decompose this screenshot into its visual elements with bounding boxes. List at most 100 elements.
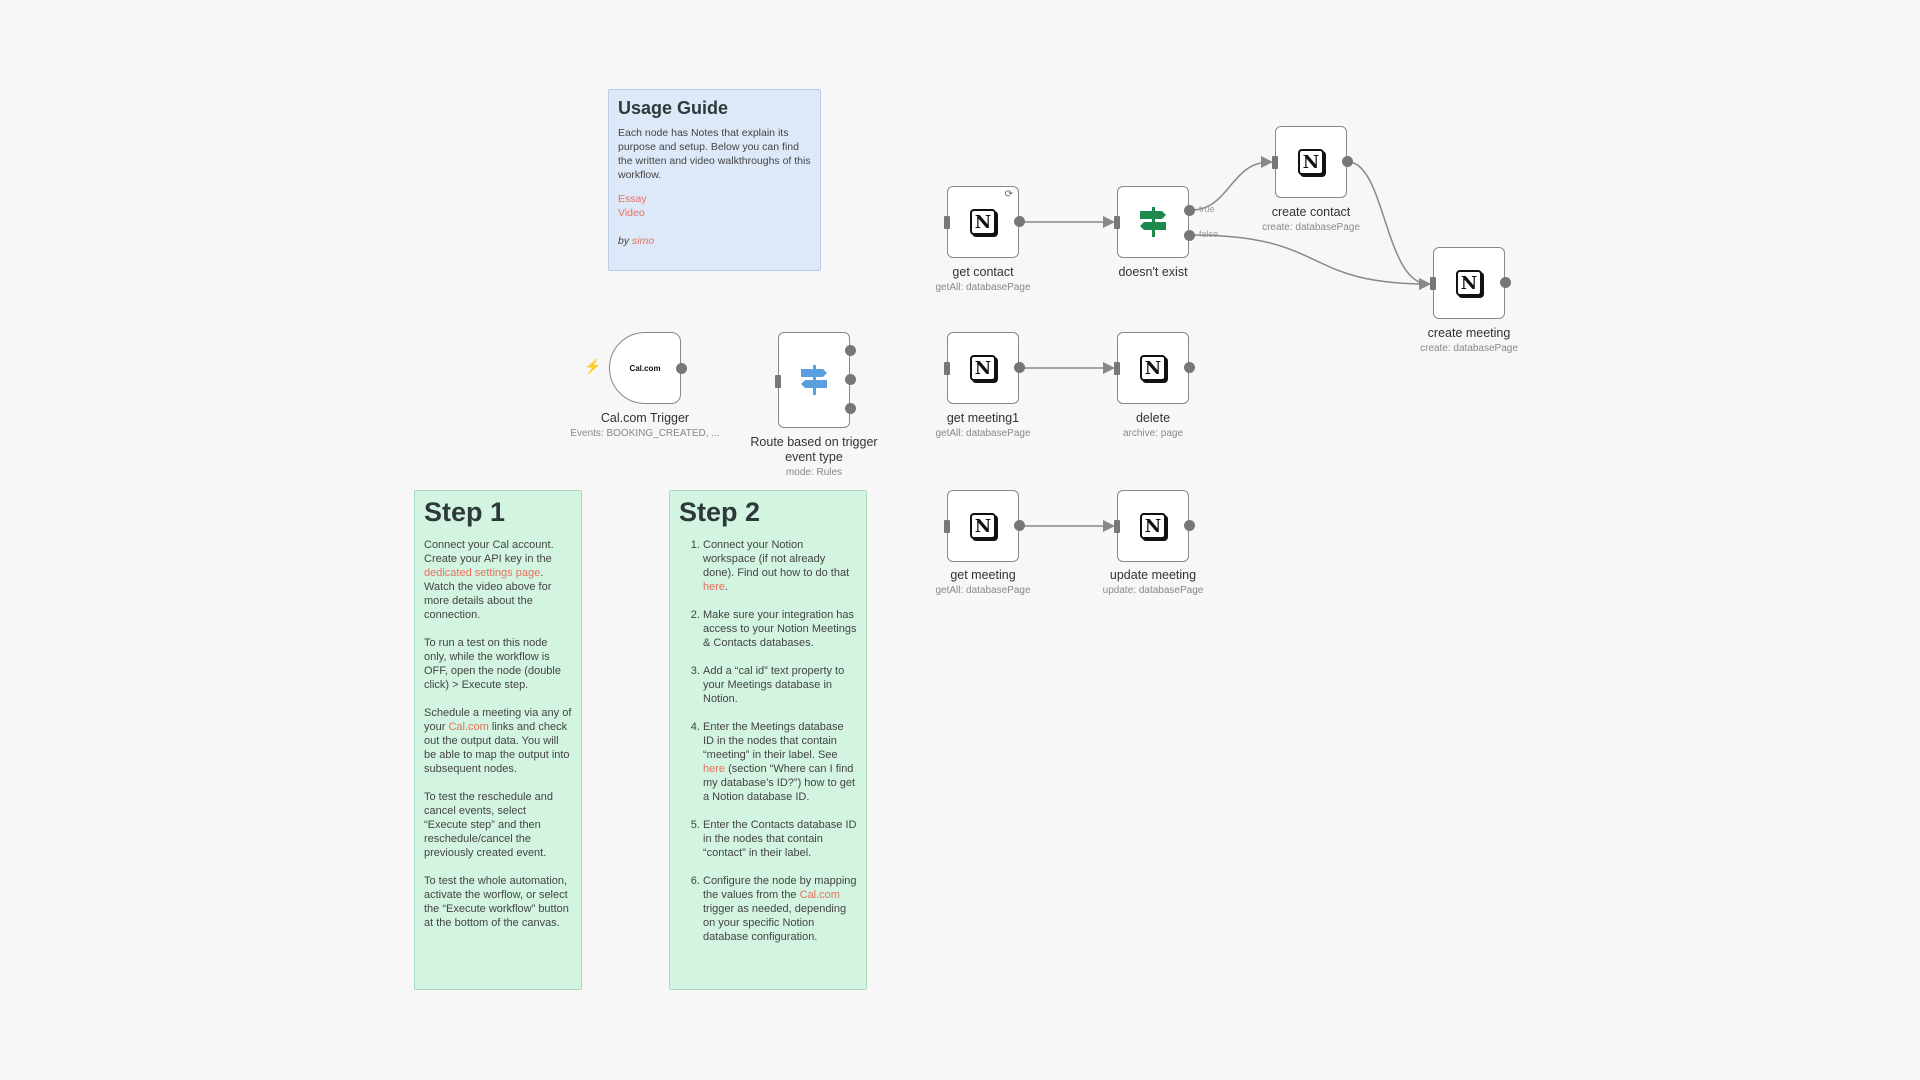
- get-meeting-sublabel: getAll: databasePage: [935, 585, 1031, 596]
- input-port[interactable]: [1430, 277, 1436, 290]
- database-id-link[interactable]: here: [703, 763, 726, 775]
- false-branch-label: false: [1199, 229, 1219, 239]
- input-port[interactable]: [1114, 362, 1120, 375]
- node-create-contact[interactable]: N: [1272, 126, 1353, 198]
- input-port[interactable]: [1114, 520, 1120, 533]
- notion-icon: N: [1456, 270, 1482, 296]
- notion-icon: N: [1140, 513, 1166, 539]
- step1-paragraph-2: To run a test on this node only, while t…: [424, 637, 561, 691]
- notion-connect-link[interactable]: here: [703, 581, 726, 593]
- create-contact-label: create contact: [1271, 205, 1351, 219]
- output-port-2[interactable]: [845, 374, 856, 385]
- step2-item4-text: Enter the Meetings database ID in the no…: [703, 721, 844, 761]
- signpost-icon: [801, 365, 827, 395]
- notion-icon: N: [970, 355, 996, 381]
- step2-item-2: Make sure your integration has access to…: [703, 608, 857, 650]
- step2-item4-after: (section “Where can I find my database’s…: [703, 763, 856, 803]
- output-port[interactable]: [1342, 156, 1353, 167]
- calcom-link[interactable]: Cal.com: [448, 721, 489, 733]
- output-port-3[interactable]: [845, 403, 856, 414]
- output-port[interactable]: [1500, 277, 1511, 288]
- step2-item-1: Connect your Notion workspace (if not al…: [703, 538, 857, 594]
- step2-item1-after: .: [725, 581, 729, 593]
- usage-guide-note[interactable]: Usage Guide Each node has Notes that exp…: [608, 89, 821, 271]
- essay-link[interactable]: Essay: [618, 193, 647, 205]
- node-get-meeting[interactable]: N: [944, 490, 1025, 562]
- output-port[interactable]: [1014, 216, 1025, 227]
- create-meeting-sublabel: create: databasePage: [1420, 343, 1518, 354]
- refresh-icon: ⟳: [1004, 189, 1013, 200]
- get-meeting1-label: get meeting1: [946, 411, 1020, 425]
- output-port[interactable]: [676, 363, 687, 374]
- edge-false-to-create-meeting: [1190, 234, 1431, 290]
- usage-guide-title: Usage Guide: [618, 98, 729, 118]
- input-port[interactable]: [944, 520, 950, 533]
- input-port[interactable]: [775, 375, 781, 388]
- calcom-logo: Cal.com: [629, 363, 661, 373]
- notion-icon: N: [970, 209, 996, 235]
- input-port[interactable]: [944, 362, 950, 375]
- step2-item-5: Enter the Contacts database ID in the no…: [703, 818, 857, 860]
- step2-list: Connect your Notion workspace (if not al…: [679, 538, 857, 944]
- step2-title: Step 2: [679, 497, 761, 527]
- step2-item6-text: Configure the node by mapping the values…: [703, 875, 857, 901]
- node-delete[interactable]: N: [1114, 332, 1195, 404]
- step2-note[interactable]: Step 2 Connect your Notion workspace (if…: [669, 490, 867, 990]
- output-port-false[interactable]: [1184, 230, 1195, 241]
- delete-label: delete: [1135, 411, 1171, 425]
- step2-item-4: Enter the Meetings database ID in the no…: [703, 720, 857, 804]
- by-prefix: by: [618, 235, 630, 247]
- usage-guide-body: Each node has Notes that explain its pur…: [618, 127, 811, 181]
- calcom-trigger-sublabel: Events: BOOKING_CREATED, ...: [570, 428, 720, 439]
- notion-icon: N: [1298, 149, 1324, 175]
- router-sublabel: mode: Rules: [785, 467, 843, 478]
- input-port[interactable]: [1114, 216, 1120, 229]
- step1-p1-after: . Watch the video above for more details…: [424, 567, 552, 621]
- step1-p1-text: Connect your Cal account. Create your AP…: [424, 539, 554, 565]
- step1-paragraph-4: To test the reschedule and cancel events…: [424, 791, 554, 859]
- notion-icon: N: [970, 513, 996, 539]
- step2-item6-after: trigger as needed, depending on your spe…: [703, 903, 847, 943]
- step1-title: Step 1: [424, 497, 506, 527]
- node-create-meeting[interactable]: N: [1430, 247, 1511, 319]
- create-meeting-label: create meeting: [1427, 326, 1511, 340]
- get-meeting-label: get meeting: [950, 568, 1016, 582]
- step2-item-6: Configure the node by mapping the values…: [703, 874, 857, 944]
- router-label: Route based on trigger event type: [750, 435, 878, 464]
- node-update-meeting[interactable]: N: [1114, 490, 1195, 562]
- calcom-trigger-label: Cal.com Trigger: [600, 411, 690, 425]
- update-meeting-label: update meeting: [1109, 568, 1197, 582]
- step1-paragraph-5: To test the whole automation, activate t…: [424, 875, 569, 929]
- input-port[interactable]: [944, 216, 950, 229]
- signpost-icon: [1140, 207, 1166, 237]
- step1-paragraph-1: Connect your Cal account. Create your AP…: [424, 538, 572, 622]
- step1-p3-after: links and check out the output data. You…: [424, 721, 570, 775]
- output-port-1[interactable]: [845, 345, 856, 356]
- calcom-trigger-link[interactable]: Cal.com: [799, 889, 840, 901]
- step1-paragraph-3: Schedule a meeting via any of your Cal.c…: [424, 706, 572, 776]
- output-port[interactable]: [1014, 362, 1025, 373]
- node-get-meeting1[interactable]: N: [944, 332, 1025, 404]
- delete-sublabel: archive: page: [1122, 428, 1184, 439]
- node-doesnt-exist[interactable]: [1114, 186, 1195, 258]
- step1-note[interactable]: Step 1 Connect your Cal account. Create …: [414, 490, 582, 990]
- output-port[interactable]: [1184, 362, 1195, 373]
- edge-create-contact-to-create-meeting: [1347, 161, 1431, 290]
- output-port-true[interactable]: [1184, 205, 1195, 216]
- notion-icon: N: [1140, 355, 1166, 381]
- update-meeting-sublabel: update: databasePage: [1102, 585, 1204, 596]
- output-port[interactable]: [1014, 520, 1025, 531]
- node-route-trigger-event[interactable]: [775, 332, 856, 428]
- doesnt-exist-label: doesn't exist: [1118, 265, 1188, 279]
- video-link[interactable]: Video: [618, 207, 645, 219]
- node-calcom-trigger[interactable]: Cal.com: [609, 332, 687, 404]
- output-port[interactable]: [1184, 520, 1195, 531]
- node-get-contact[interactable]: N ⟳: [944, 186, 1025, 258]
- input-port[interactable]: [1272, 156, 1278, 169]
- author-link[interactable]: simo: [632, 235, 655, 247]
- step1-p3-text: Schedule a meeting via any of your: [424, 707, 572, 733]
- dedicated-settings-link[interactable]: dedicated settings page: [424, 567, 541, 579]
- trigger-bolt-icon: ⚡: [584, 358, 602, 374]
